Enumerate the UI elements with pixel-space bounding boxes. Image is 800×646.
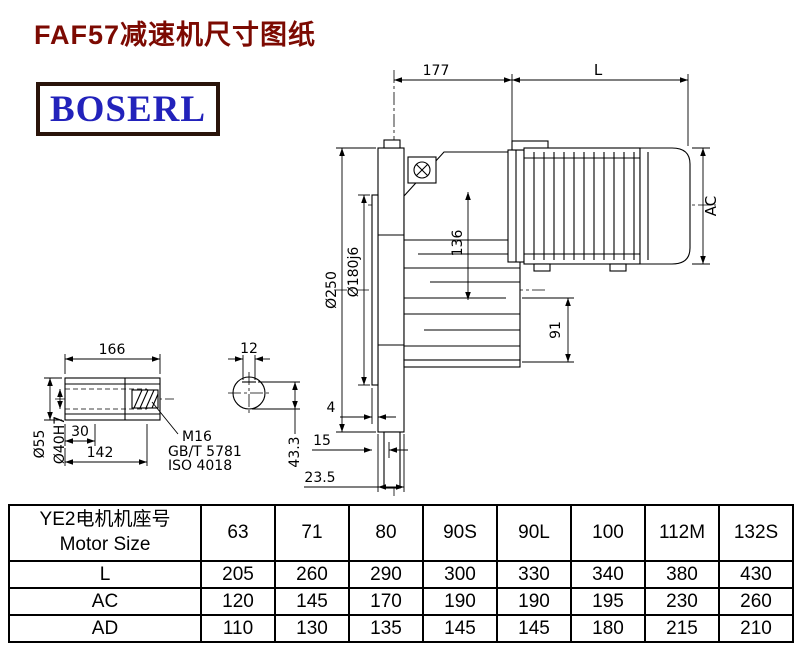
value-cell: 180 — [570, 614, 646, 643]
dim-flange-diameter: Ø250 — [324, 271, 340, 309]
value-cell: 145 — [422, 614, 498, 643]
value-cell: 215 — [644, 614, 720, 643]
dim-166: 166 — [99, 342, 126, 358]
dim-12: 12 — [240, 341, 258, 357]
column-header: 80 — [348, 504, 424, 562]
motor-size-header-cell: YE2电机机座号 Motor Size — [8, 504, 202, 562]
value-cell: 135 — [348, 614, 424, 643]
motor — [507, 140, 691, 272]
table-header-row: YE2电机机座号 Motor Size 63 71 80 90S 90L 100… — [8, 504, 794, 562]
column-header: 71 — [274, 504, 350, 562]
standard-iso: ISO 4018 — [168, 458, 232, 474]
dim-AC: AC — [702, 196, 720, 216]
table-row-AD: AD 110 130 135 145 145 180 215 210 — [8, 614, 794, 643]
boserl-logo: BOSERL — [36, 82, 220, 136]
dim-shaft-diameter: Ø55 — [32, 430, 48, 459]
value-cell: 145 — [496, 614, 572, 643]
dim-L: L — [594, 61, 603, 79]
dim-spigot-diameter: Ø180j6 — [346, 247, 362, 298]
fan-cowl — [639, 147, 691, 265]
dimension-table-wrap: YE2电机机座号 Motor Size 63 71 80 90S 90L 100… — [8, 504, 794, 643]
gear-housing — [403, 151, 521, 368]
table-row-AC: AC 120 145 170 190 190 195 230 260 — [8, 587, 794, 616]
dim-136: 136 — [450, 230, 466, 257]
value-cell: 260 — [274, 560, 350, 589]
dimension-annotations: 177 L AC Ø250 Ø180j6 136 91 4 — [304, 61, 720, 492]
column-header: 90L — [496, 504, 572, 562]
value-cell: 340 — [570, 560, 646, 589]
value-cell: 195 — [570, 587, 646, 616]
column-header: 90S — [422, 504, 498, 562]
value-cell: 290 — [348, 560, 424, 589]
dimension-table: YE2电机机座号 Motor Size 63 71 80 90S 90L 100… — [8, 504, 794, 643]
row-label: AD — [8, 614, 202, 643]
dim-bore-diameter: Ø40H7 — [52, 416, 68, 464]
column-header: 100 — [570, 504, 646, 562]
thread-hole — [131, 389, 159, 409]
motor-size-header-cn: YE2电机机座号 — [39, 509, 171, 531]
value-cell: 120 — [200, 587, 276, 616]
dim-91: 91 — [548, 321, 564, 339]
value-cell: 205 — [200, 560, 276, 589]
value-cell: 145 — [274, 587, 350, 616]
column-header: 112M — [644, 504, 720, 562]
dim-177: 177 — [423, 63, 450, 79]
standard-gb: GB/T 5781 — [168, 444, 242, 460]
dim-30: 30 — [71, 424, 89, 440]
column-header: 63 — [200, 504, 276, 562]
dim-142: 142 — [87, 445, 114, 461]
value-cell: 260 — [718, 587, 794, 616]
dim-23-5: 23.5 — [304, 470, 335, 486]
value-cell: 110 — [200, 614, 276, 643]
value-cell: 300 — [422, 560, 498, 589]
table-row-L: L 205 260 290 300 330 340 380 430 — [8, 560, 794, 589]
value-cell: 170 — [348, 587, 424, 616]
value-cell: 190 — [422, 587, 498, 616]
row-label: AC — [8, 587, 202, 616]
value-cell: 230 — [644, 587, 720, 616]
value-cell: 190 — [496, 587, 572, 616]
value-cell: 430 — [718, 560, 794, 589]
dim-15: 15 — [313, 433, 331, 449]
value-cell: 210 — [718, 614, 794, 643]
dim-4: 4 — [327, 400, 336, 416]
dim-43-3: 43.3 — [287, 436, 303, 467]
motor-size-header-en: Motor Size — [59, 534, 151, 555]
thread-label: M16 — [182, 429, 212, 445]
column-header: 132S — [718, 504, 794, 562]
value-cell: 130 — [274, 614, 350, 643]
output-flange — [371, 139, 405, 489]
logo-text: BOSERL — [49, 88, 207, 130]
shaft-detail: 166 30 142 Ø55 Ø40H7 M16 GB/T 5781 ISO 4… — [32, 341, 303, 474]
row-label: L — [8, 560, 202, 589]
value-cell: 380 — [644, 560, 720, 589]
value-cell: 330 — [496, 560, 572, 589]
page-title: FAF57减速机尺寸图纸 — [34, 20, 317, 50]
